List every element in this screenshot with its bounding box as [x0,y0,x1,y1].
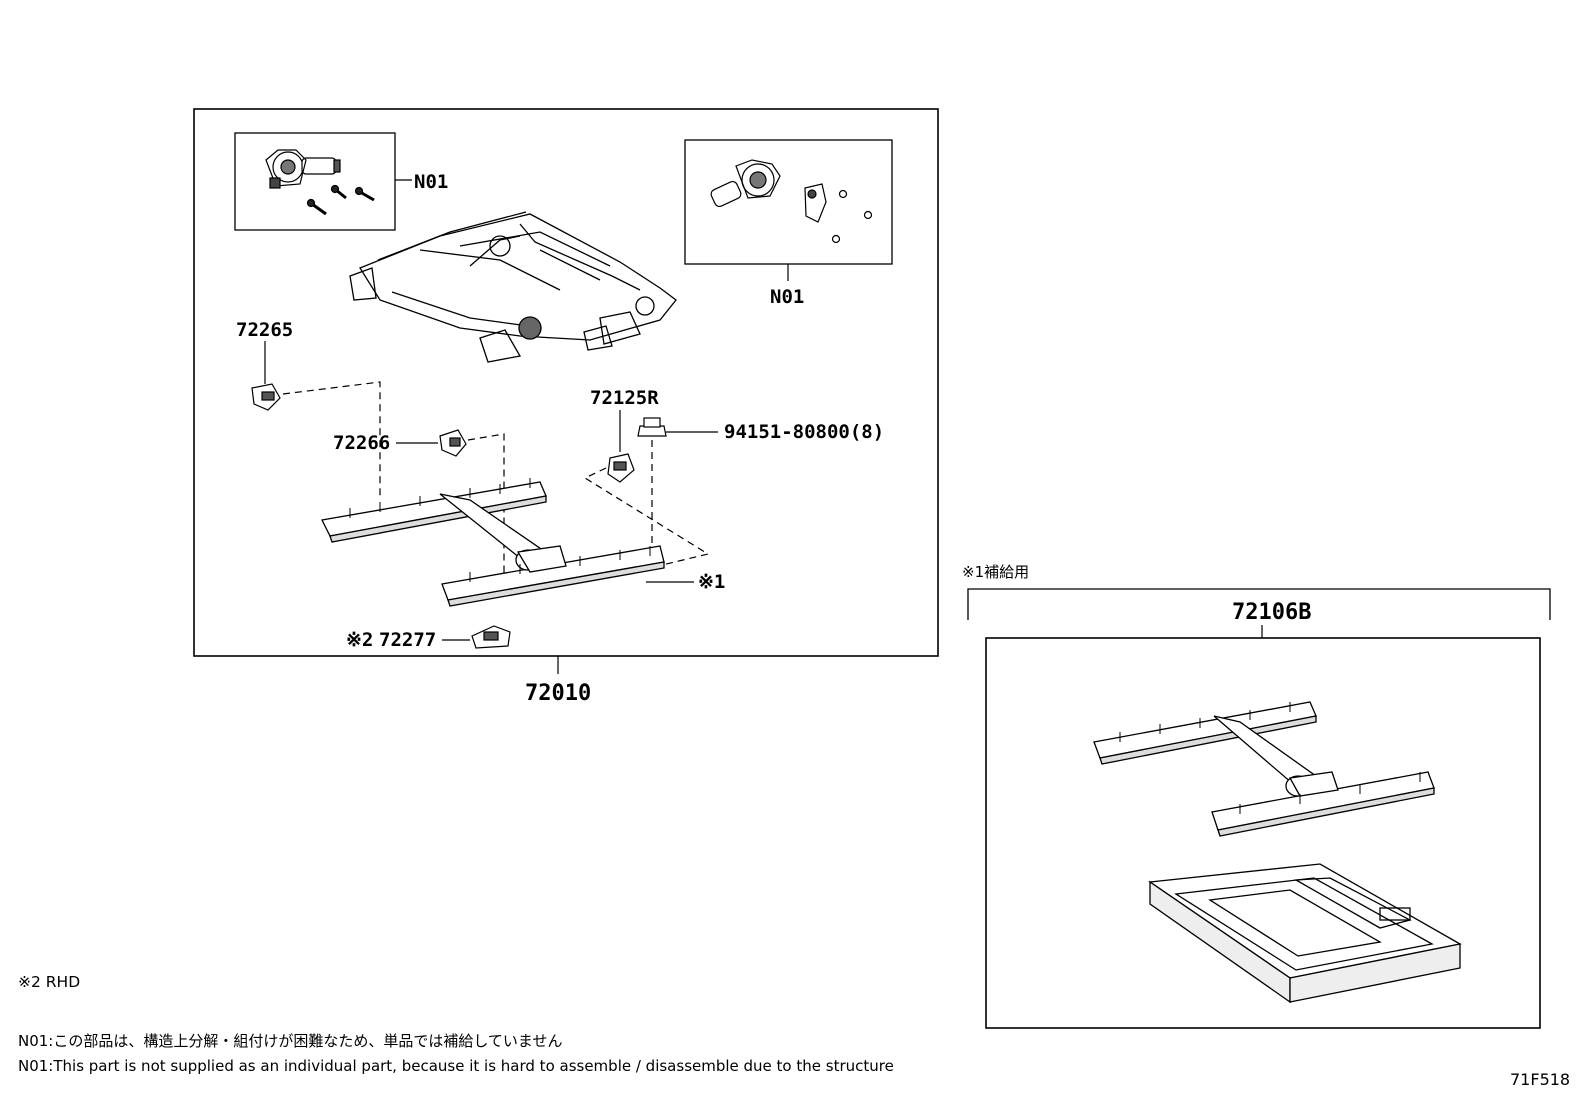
seat-cushion-frame [349,211,677,363]
motor-kit-left-inset [234,132,396,231]
part-72265-bracket [251,383,281,411]
assembly-72010-label: 72010 [525,681,591,706]
motor-kit-right-inset [684,139,893,265]
ref1-service-heading: ※1補給用 [962,563,1029,581]
seat-adjuster-tracks [321,478,665,607]
assembly-72010-box [193,108,939,657]
rhd-note: ※2 RHD [18,973,80,991]
service-adjuster-tracks [1093,701,1435,837]
part-72265-label: 72265 [236,319,293,341]
adjuster-service-label: 72106B [1232,600,1311,625]
adjuster-service-box [985,637,1541,1029]
n01-note-japanese: N01:この部品は、構造上分解・組付けが困難なため、単品では補給していません [18,1032,563,1050]
bolt-94151-80800 [637,417,667,437]
ref2-mark: ※2 [346,629,373,651]
part-72125R-label: 72125R [590,387,659,409]
ref1-mark-main: ※1 [698,571,725,593]
bolt-label: 94151-80800(8) [724,421,884,443]
motor-kit-right-label: N01 [770,286,804,308]
n01-note-english: N01:This part is not supplied as an indi… [18,1057,894,1075]
part-72266-label: 72266 [333,432,390,454]
service-packing-tray [1148,863,1462,1004]
part-72125R-bracket [607,453,635,483]
part-72277-label: 72277 [379,629,436,651]
part-72277-bracket [471,625,511,649]
part-72266-bracket [439,429,467,457]
figure-code: 71F518 [1510,1070,1571,1089]
service-bracket [967,588,1551,620]
motor-kit-left-label: N01 [414,171,448,193]
